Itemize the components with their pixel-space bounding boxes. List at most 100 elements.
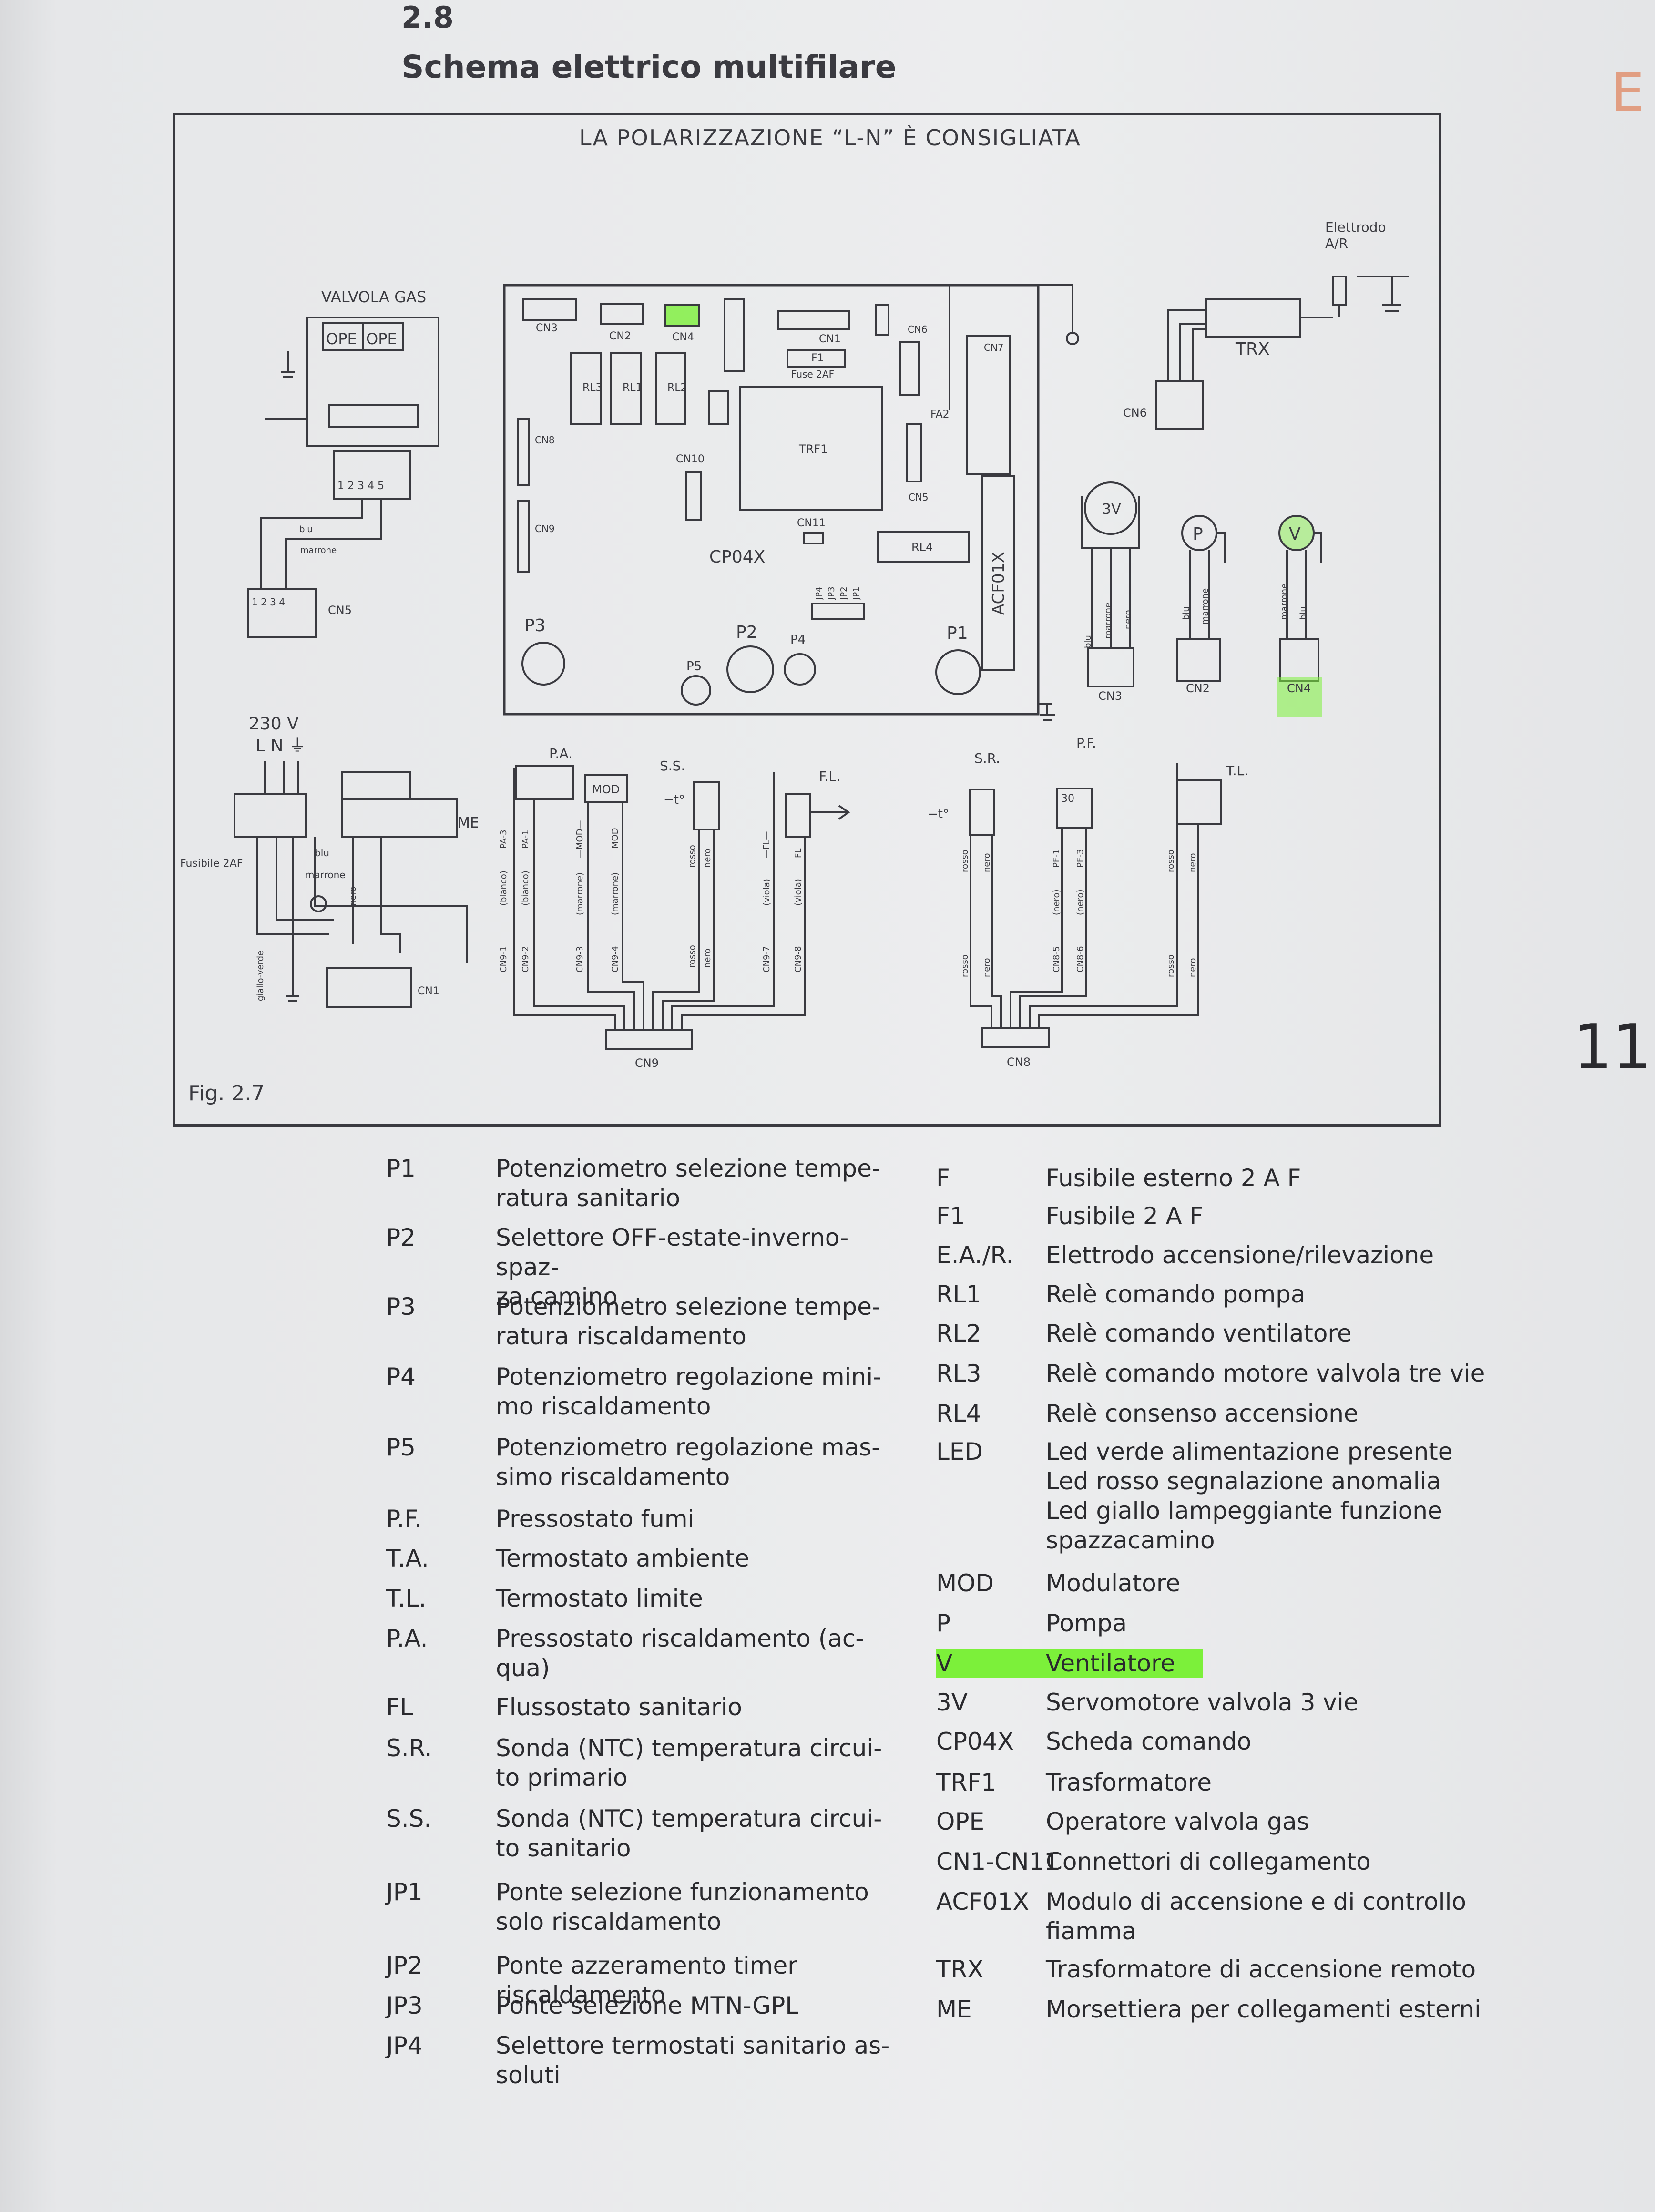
legend-code: T.A. (386, 1545, 429, 1572)
cn8-board-label: CN8 (535, 434, 555, 446)
section-number: 2.8 (401, 0, 454, 35)
cn8-label: CN8 (1007, 1055, 1031, 1069)
gas-valve-title: VALVOLA GAS (321, 288, 426, 306)
legend-code: LED (936, 1438, 983, 1465)
p5-label: P5 (686, 659, 702, 674)
electrode-label-1: Elettrodo (1325, 219, 1386, 235)
cn2-label: CN2 (609, 330, 631, 342)
cn2-right-label: CN2 (1186, 682, 1210, 695)
lne-label: L N ⏚ (255, 736, 306, 756)
pf-label: P.F. (1076, 735, 1096, 751)
fuse-label: F1 (811, 352, 824, 364)
acf01x-label: ACF01X (989, 552, 1008, 615)
cn5-connector (247, 588, 317, 638)
cn8-pin-4: CN8-6 (1075, 946, 1085, 973)
cn9-wire-labels: PA-3 PA-1 —MOD— MOD rosso nero —FL— FL (… (499, 820, 803, 973)
cn4-highlight (1277, 677, 1322, 717)
tl-thermostat (1176, 779, 1222, 825)
legend-code: P.F. (386, 1505, 422, 1533)
ss-t-label: −t° (664, 793, 685, 807)
legend-code: RL2 (936, 1320, 981, 1347)
legend-code: FL (386, 1693, 413, 1721)
electrode-label-2: A/R (1325, 236, 1348, 251)
ope2-label: OPE (366, 330, 397, 348)
pf-number: 30 (1061, 793, 1074, 805)
cn9-wire-7: —FL— (762, 831, 772, 858)
p-wire-marrone: marrone (1200, 588, 1210, 625)
legend-description: Relè comando motore valvola tre vie (1046, 1360, 1485, 1387)
fl-switch (785, 793, 811, 838)
cn9-wire-6: nero (703, 849, 713, 868)
legend-code: CP04X (936, 1728, 1014, 1755)
valve-pins: 1 2 3 4 5 (337, 480, 384, 492)
legend-description: Connettori di collegamento (1046, 1848, 1371, 1875)
trx-box (1205, 298, 1301, 338)
cn8-wire-1: rosso (960, 850, 970, 872)
legend-code: JP4 (386, 2032, 423, 2059)
cn8-wire-5: rosso (1166, 850, 1176, 872)
legend-description: Sonda (NTC) temperatura circui- to prima… (496, 1734, 882, 1792)
legend-description: Pompa (1046, 1609, 1127, 1637)
jumpers-block (811, 603, 865, 620)
v-label: V (1289, 524, 1301, 544)
cn3-label: CN3 (536, 322, 558, 334)
legend-code: T.L. (386, 1585, 427, 1612)
legend-code: RL4 (936, 1400, 981, 1427)
legend-description: Potenziometro selezione tempe- ratura ri… (496, 1293, 880, 1350)
legend-code: V (936, 1649, 953, 1677)
external-fuse-label: Fusibile 2AF (180, 858, 243, 870)
legend-description: Led verde alimentazione presente Led ros… (1046, 1438, 1453, 1554)
cn6-label: CN6 (1123, 406, 1147, 420)
cn8-color-3: (nero) (1052, 889, 1062, 915)
legend-description: Fusibile 2 A F (1046, 1202, 1204, 1230)
legend-description: Modulo di accensione e di controllo fiam… (1046, 1888, 1466, 1945)
legend-code: E.A./R. (936, 1241, 1014, 1269)
cn8-board-connector (517, 418, 530, 486)
transformer-trf1 (739, 386, 883, 511)
board-ground-symbol (1038, 703, 1055, 721)
mod-label: MOD (592, 783, 620, 796)
control-board (503, 284, 1040, 716)
legend-description: Servomotore valvola 3 vie (1046, 1689, 1359, 1716)
cn8-pin-5: rosso (1166, 954, 1176, 977)
legend-code: P2 (386, 1224, 416, 1251)
cn5-pins: 1 2 3 4 (252, 596, 285, 608)
cn9-color-7: (viola) (762, 879, 772, 906)
legend-code: CN1-CN11 (936, 1848, 1060, 1875)
ss-label: S.S. (660, 758, 685, 774)
ss-sensor (693, 781, 720, 830)
legend-code: P3 (386, 1293, 416, 1321)
cn9-color-4: (marrone) (610, 872, 620, 915)
legend-description: Operatore valvola gas (1046, 1808, 1309, 1835)
board-top-connectors (522, 298, 1011, 475)
legend-code: JP3 (386, 1992, 423, 2019)
margin-mark: E (1611, 62, 1645, 123)
cn8-wire-4: PF-3 (1075, 849, 1085, 868)
legend-description: Trasformatore di accensione remoto (1046, 1956, 1476, 1983)
me-label: ME (458, 815, 479, 831)
legend-description: Sonda (NTC) temperatura circui- to sanit… (496, 1805, 882, 1862)
figure-frame (173, 113, 1441, 1127)
me-terminal-block (341, 798, 458, 838)
legend-code: P1 (386, 1155, 416, 1182)
fuse-holder (234, 793, 307, 838)
cn7-label: CN7 (984, 342, 1004, 353)
cp04x-label: CP04X (709, 547, 765, 567)
legend-code: TRF1 (936, 1769, 996, 1796)
mod-box (584, 774, 628, 803)
legend-code: MOD (936, 1569, 994, 1597)
legend-code: JP1 (386, 1878, 423, 1906)
tl-label: T.L. (1226, 763, 1248, 778)
p3-label: P3 (524, 616, 546, 635)
legend-code: F1 (936, 1202, 965, 1230)
legend-code: P4 (386, 1363, 416, 1391)
cn5-board-label: CN5 (909, 492, 929, 503)
power-wire-giallo-verde: giallo-verde (255, 951, 266, 1001)
cn10-board-connector (685, 471, 702, 521)
electrode-symbol (1332, 276, 1347, 306)
p4-label: P4 (790, 633, 806, 647)
legend-code: S.R. (386, 1734, 432, 1762)
legend-code: ACF01X (936, 1888, 1029, 1915)
